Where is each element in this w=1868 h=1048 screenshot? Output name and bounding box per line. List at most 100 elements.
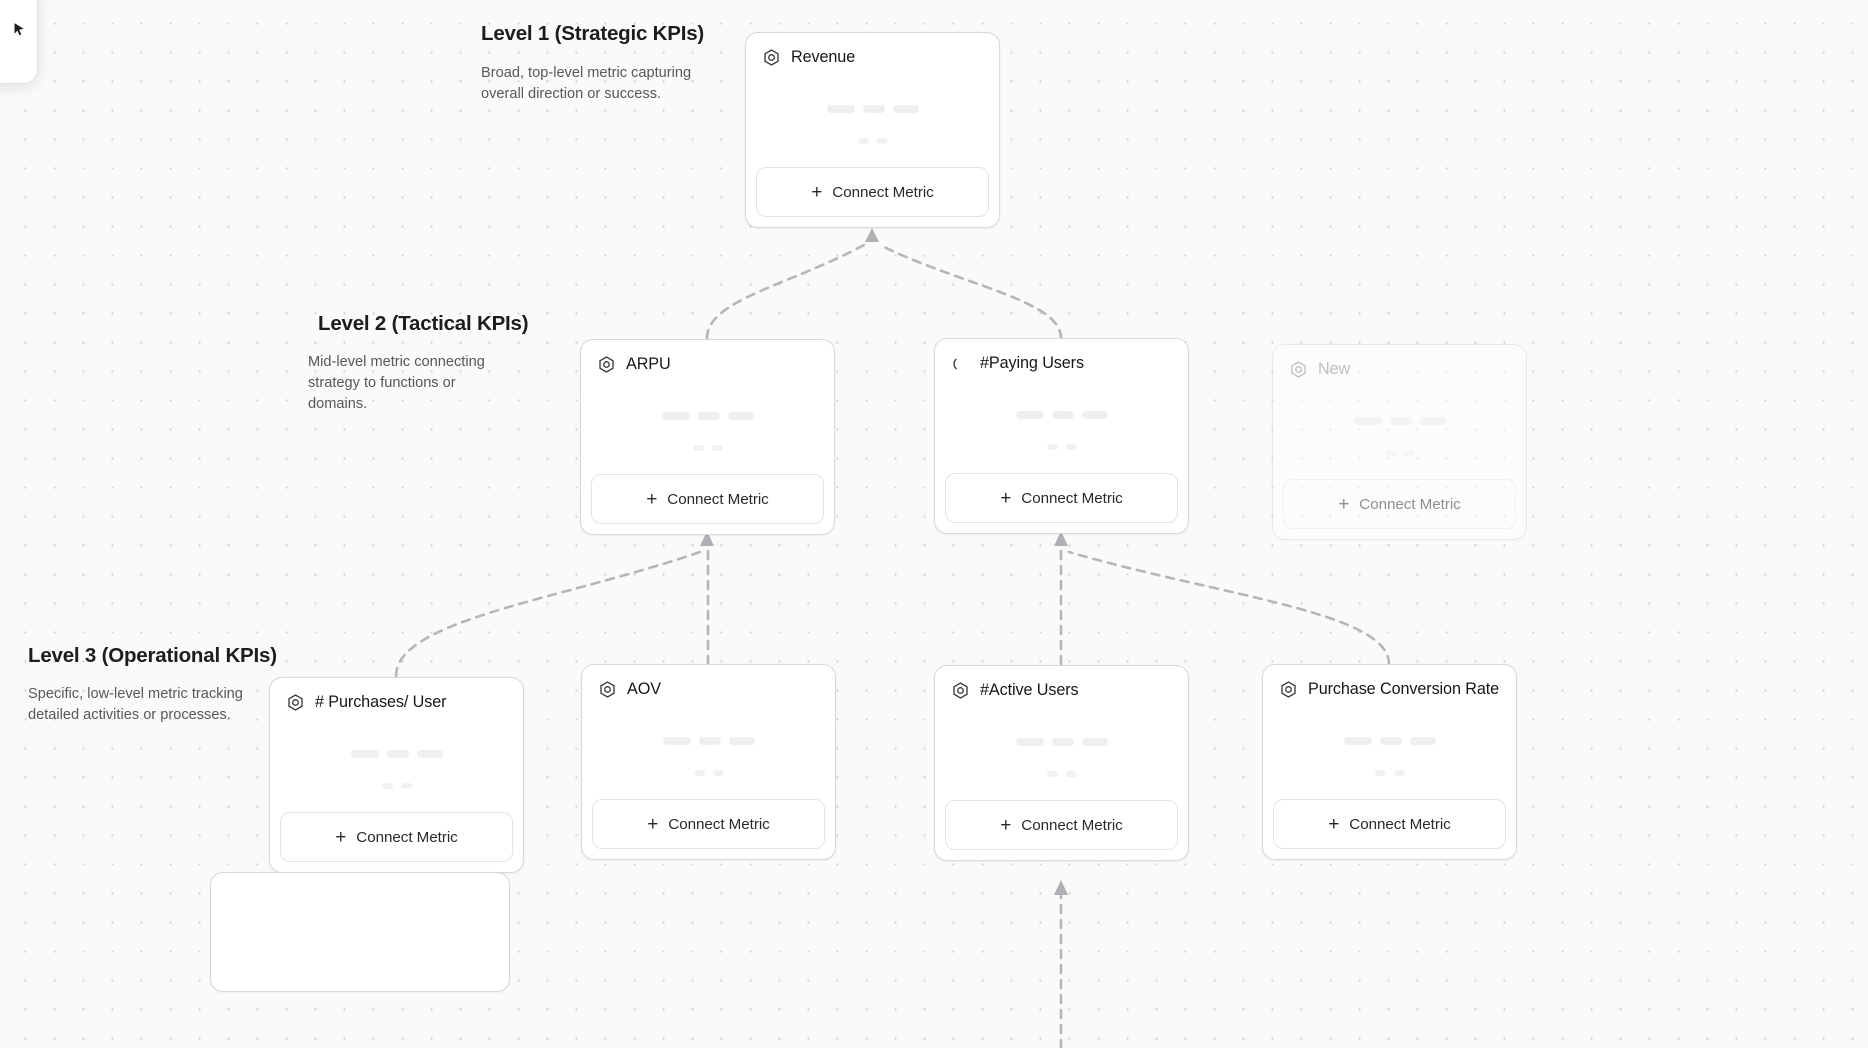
plus-icon: +: [1000, 814, 1012, 836]
card-body-arpu: [581, 374, 834, 474]
skeleton-bar: [698, 737, 721, 745]
edge-arpu-to-revenue: [705, 243, 866, 340]
skeleton-row-primary: [581, 412, 834, 420]
connect-metric-button-purchases-user[interactable]: + Connect Metric: [280, 812, 513, 862]
card-body-purchases-user: [270, 712, 523, 812]
connect-metric-button-paying-users[interactable]: + Connect Metric: [945, 473, 1178, 523]
metric-card-partial-bottom[interactable]: [210, 872, 510, 992]
skeleton-bar: [892, 105, 919, 113]
cursor-pointer-icon: [14, 22, 24, 35]
metric-card-active-users[interactable]: #Active Users + Connect Metric: [934, 665, 1189, 861]
connect-metric-button-revenue[interactable]: + Connect Metric: [756, 167, 989, 217]
skeleton-bar: [712, 770, 724, 776]
card-body-active-users: [935, 700, 1188, 800]
skeleton-bar: [1015, 738, 1044, 746]
skeleton-bar: [1409, 737, 1436, 745]
skeleton-bar: [386, 750, 409, 758]
card-title-arpu: ARPU: [626, 355, 671, 373]
skeleton-bar: [1081, 738, 1108, 746]
skeleton-bar: [350, 750, 379, 758]
card-header-conv-rate: Purchase Conversion Rate: [1263, 665, 1516, 699]
skeleton-bar: [1419, 417, 1446, 425]
metric-card-arpu[interactable]: ARPU + Connect Metric: [580, 339, 835, 535]
card-body-paying-users: [935, 373, 1188, 473]
level-1-label-block: Level 1 (Strategic KPIs) Broad, top-leve…: [481, 22, 704, 105]
edge-purchases-to-arpu: [394, 550, 702, 678]
metric-card-new[interactable]: New + Connect Metric: [1272, 344, 1527, 540]
card-body-new: [1273, 379, 1526, 479]
card-header-revenue: Revenue: [746, 33, 999, 67]
metric-card-paying-users[interactable]: #Paying Users + Connect Metric: [934, 338, 1189, 534]
metric-card-revenue[interactable]: Revenue + Connect Metric: [745, 32, 1000, 228]
skeleton-bar: [1051, 411, 1074, 419]
skeleton-bar: [876, 138, 888, 144]
skeleton-bar: [661, 412, 690, 420]
metric-card-purchases-user[interactable]: # Purchases/ User + Connect Metric: [269, 677, 524, 873]
connect-metric-label: Connect Metric: [668, 815, 770, 833]
skeleton-row-secondary: [270, 783, 523, 789]
connect-metric-label: Connect Metric: [1021, 816, 1123, 834]
skeleton-row-secondary: [1273, 450, 1526, 456]
connect-metric-button-active-users[interactable]: + Connect Metric: [945, 800, 1178, 850]
skeleton-bar: [697, 412, 720, 420]
connect-metric-button-new[interactable]: + Connect Metric: [1283, 479, 1516, 529]
connect-metric-button-arpu[interactable]: + Connect Metric: [591, 474, 824, 524]
connect-metric-button-aov[interactable]: + Connect Metric: [592, 799, 825, 849]
plus-icon: +: [646, 488, 658, 510]
edge-conv-rate-to-paying-users: [1067, 550, 1391, 666]
skeleton-row-secondary: [935, 444, 1188, 450]
card-title-new: New: [1318, 360, 1351, 378]
card-header-paying-users: #Paying Users: [935, 339, 1188, 373]
arrowhead-revenue: [865, 228, 879, 242]
metric-card-aov[interactable]: AOV + Connect Metric: [581, 664, 836, 860]
skeleton-row-primary: [582, 737, 835, 745]
hexagon-metric-icon: [764, 49, 779, 66]
skeleton-row-primary: [270, 750, 523, 758]
skeleton-bar: [381, 783, 393, 789]
connect-metric-button-conv-rate[interactable]: + Connect Metric: [1273, 799, 1506, 849]
plus-icon: +: [335, 826, 347, 848]
metric-card-conv-rate[interactable]: Purchase Conversion Rate + Connect Metri…: [1262, 664, 1517, 860]
level-3-description: Specific, low-level metric tracking deta…: [28, 685, 243, 723]
plus-icon: +: [647, 813, 659, 835]
skeleton-bar: [1046, 444, 1058, 450]
plus-icon: +: [1328, 813, 1340, 835]
connect-metric-label: Connect Metric: [667, 490, 769, 508]
skeleton-bar: [1046, 771, 1058, 777]
skeleton-bar: [1403, 450, 1415, 456]
skeleton-bar: [728, 737, 755, 745]
card-title-paying-users: #Paying Users: [980, 354, 1084, 372]
skeleton-bar: [862, 105, 885, 113]
card-title-conv-rate: Purchase Conversion Rate: [1308, 680, 1500, 698]
card-title-revenue: Revenue: [791, 48, 856, 66]
connect-metric-label: Connect Metric: [832, 183, 934, 201]
plus-icon: +: [1000, 487, 1012, 509]
skeleton-row-primary: [935, 738, 1188, 746]
level-2-title: Level 2 (Tactical KPIs): [318, 312, 529, 335]
skeleton-bar: [1374, 770, 1386, 776]
skeleton-row-primary: [1263, 737, 1516, 745]
card-header-arpu: ARPU: [581, 340, 834, 374]
skeleton-bar: [693, 770, 705, 776]
card-title-active-users: #Active Users: [980, 681, 1079, 699]
arrowhead-active-users-bottom: [1054, 880, 1068, 895]
floating-toolbar-panel[interactable]: [0, 0, 38, 84]
skeleton-bar: [1353, 417, 1382, 425]
plus-icon: +: [811, 181, 823, 203]
level-1-description: Broad, top-level metric capturing overal…: [481, 64, 692, 102]
skeleton-row-primary: [1273, 417, 1526, 425]
level-3-label-block: Level 3 (Operational KPIs) Specific, low…: [28, 644, 277, 726]
card-title-purchases-user: # Purchases/ User: [315, 693, 447, 711]
skeleton-row-secondary: [1263, 770, 1516, 776]
connect-metric-label: Connect Metric: [356, 828, 458, 846]
hexagon-metric-icon: [953, 682, 968, 699]
skeleton-bar: [1379, 737, 1402, 745]
skeleton-bar: [1389, 417, 1412, 425]
skeleton-bar: [826, 105, 855, 113]
skeleton-bar: [727, 412, 754, 420]
card-body-revenue: [746, 67, 999, 167]
skeleton-bar: [1384, 450, 1396, 456]
skeleton-row-secondary: [746, 138, 999, 144]
hexagon-metric-icon: [288, 694, 303, 711]
